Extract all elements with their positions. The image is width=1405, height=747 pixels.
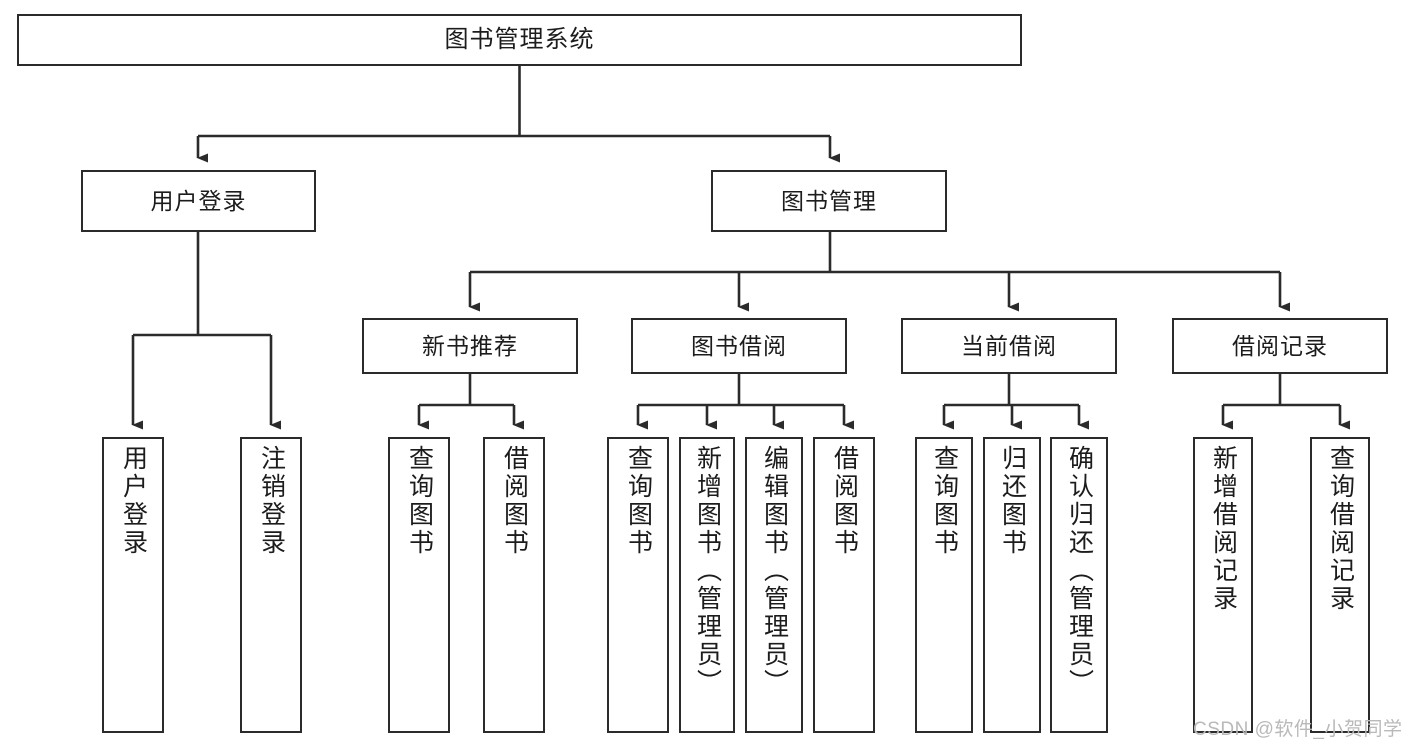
csdn-watermark: CSDN @软件_小贺同学 bbox=[1193, 719, 1403, 740]
node-book-management-label: 图书管理 bbox=[781, 187, 877, 214]
leaf-confirm-return-admin-label: 确认归还（管理员） bbox=[1065, 445, 1094, 697]
leaf-logout-label: 注销登录 bbox=[257, 445, 286, 557]
node-book-management[interactable]: 图书管理 bbox=[711, 170, 947, 232]
leaf-confirm-return-admin[interactable]: 确认归还（管理员） bbox=[1050, 437, 1108, 733]
leaf-borrow-book-label: 借阅图书 bbox=[830, 445, 859, 557]
node-new-book-recommend-label: 新书推荐 bbox=[422, 332, 518, 359]
leaf-query-book-borrow[interactable]: 查询图书 bbox=[607, 437, 669, 733]
leaf-return-book[interactable]: 归还图书 bbox=[983, 437, 1041, 733]
leaf-add-borrow-record[interactable]: 新增借阅记录 bbox=[1193, 437, 1253, 733]
leaf-user-login-label: 用户登录 bbox=[119, 445, 148, 557]
leaf-add-borrow-record-label: 新增借阅记录 bbox=[1209, 445, 1238, 613]
leaf-edit-book-admin[interactable]: 编辑图书（管理员） bbox=[745, 437, 803, 733]
leaf-query-book-recommend-label: 查询图书 bbox=[405, 445, 434, 557]
node-current-borrow-label: 当前借阅 bbox=[961, 332, 1057, 359]
leaf-add-book-admin-label: 新增图书（管理员） bbox=[693, 445, 722, 697]
node-current-borrow[interactable]: 当前借阅 bbox=[901, 318, 1117, 374]
leaf-return-book-label: 归还图书 bbox=[998, 445, 1027, 557]
leaf-query-book-current[interactable]: 查询图书 bbox=[915, 437, 973, 733]
leaf-query-borrow-record[interactable]: 查询借阅记录 bbox=[1310, 437, 1370, 733]
node-book-borrow[interactable]: 图书借阅 bbox=[631, 318, 847, 374]
node-borrow-record[interactable]: 借阅记录 bbox=[1172, 318, 1388, 374]
leaf-borrow-book-recommend[interactable]: 借阅图书 bbox=[483, 437, 545, 733]
leaf-borrow-book-recommend-label: 借阅图书 bbox=[500, 445, 529, 557]
node-borrow-record-label: 借阅记录 bbox=[1232, 332, 1328, 359]
leaf-user-login[interactable]: 用户登录 bbox=[102, 437, 164, 733]
leaf-add-book-admin[interactable]: 新增图书（管理员） bbox=[679, 437, 735, 733]
leaf-edit-book-admin-label: 编辑图书（管理员） bbox=[760, 445, 789, 697]
leaf-query-book-borrow-label: 查询图书 bbox=[624, 445, 653, 557]
node-root[interactable]: 图书管理系统 bbox=[17, 14, 1022, 66]
leaf-borrow-book[interactable]: 借阅图书 bbox=[813, 437, 875, 733]
leaf-query-book-current-label: 查询图书 bbox=[930, 445, 959, 557]
node-user-login-label: 用户登录 bbox=[150, 187, 247, 214]
node-user-login[interactable]: 用户登录 bbox=[81, 170, 316, 232]
leaf-query-borrow-record-label: 查询借阅记录 bbox=[1326, 445, 1355, 613]
node-new-book-recommend[interactable]: 新书推荐 bbox=[362, 318, 578, 374]
leaf-query-book-recommend[interactable]: 查询图书 bbox=[388, 437, 450, 733]
leaf-logout[interactable]: 注销登录 bbox=[240, 437, 302, 733]
node-book-borrow-label: 图书借阅 bbox=[691, 332, 787, 359]
node-root-label: 图书管理系统 bbox=[444, 26, 595, 53]
